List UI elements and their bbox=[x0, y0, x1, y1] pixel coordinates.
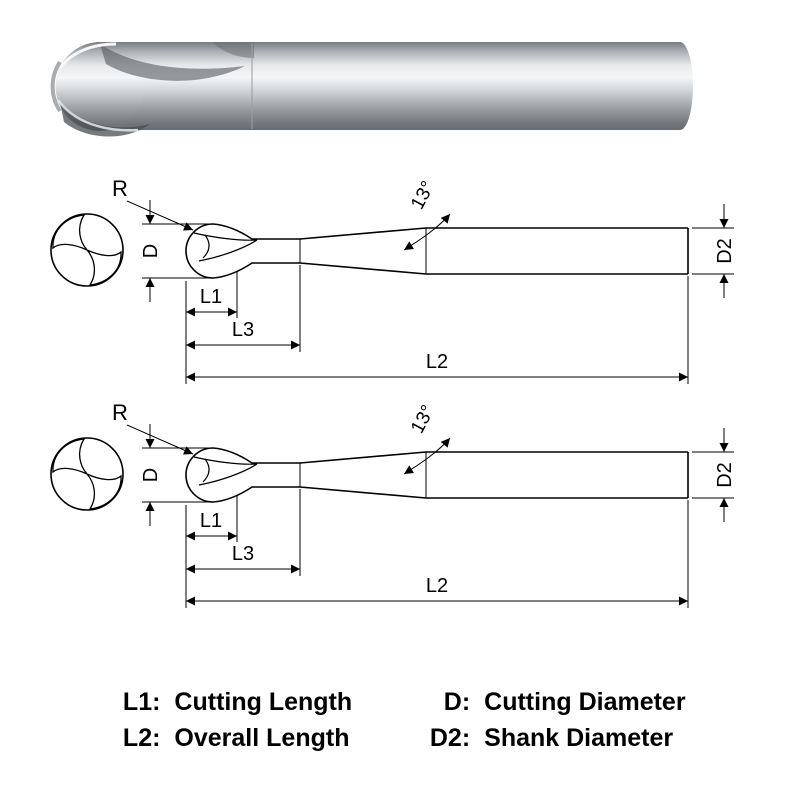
radius-label: R bbox=[112, 176, 128, 201]
neck-length-dimension: L3 bbox=[186, 265, 301, 352]
legend-key: L2: bbox=[122, 724, 161, 752]
neck-angle-annotation: 13° bbox=[403, 178, 451, 251]
radius-leader-line bbox=[126, 200, 194, 231]
end-view-flute-2 bbox=[86, 249, 122, 286]
dimension-drawing-copy bbox=[51, 400, 736, 608]
legend-key: D2: bbox=[429, 724, 471, 752]
end-view-circle bbox=[50, 213, 124, 287]
legend-key: D: bbox=[443, 688, 471, 716]
technical-drawing-svg: R D 13° bbox=[50, 176, 800, 630]
legend-item-d2: D2: Shank Diameter bbox=[424, 724, 685, 753]
technical-drawings: R D 13° bbox=[0, 160, 800, 630]
angle-arc-arrow bbox=[403, 213, 451, 251]
cutting-edge-highlight bbox=[58, 42, 117, 69]
neck-angle-label: 13° bbox=[407, 178, 439, 213]
legend-item-l1: L1: Cutting Length bbox=[114, 688, 352, 717]
endmill-body bbox=[50, 42, 693, 137]
legend-value: Cutting Diameter bbox=[484, 688, 686, 716]
top-edge bbox=[212, 223, 300, 240]
legend-value: Overall Length bbox=[174, 724, 350, 752]
ball-rim-shadow bbox=[50, 60, 62, 113]
endmill-photo bbox=[0, 28, 800, 168]
cutting-diameter-dimension: D bbox=[140, 200, 210, 302]
cutting-length-label: L1 bbox=[200, 286, 222, 308]
legend-value: Shank Diameter bbox=[484, 724, 674, 752]
bottom-edge bbox=[212, 262, 300, 279]
flute-grind-lines bbox=[193, 232, 258, 262]
dimension-drawing: R D 13° bbox=[50, 176, 736, 384]
legend-key: L1: bbox=[122, 688, 161, 716]
neck-taper bbox=[299, 227, 427, 275]
flute-groove-lower bbox=[60, 102, 150, 137]
legend-value: Cutting Length bbox=[174, 688, 353, 716]
legend: L1: Cutting Length D: Cutting Diameter L… bbox=[0, 688, 800, 753]
shank-diameter-dimension: D2 bbox=[692, 204, 736, 298]
end-view-flute-1 bbox=[52, 214, 88, 251]
overall-length-dimension: L2 bbox=[186, 276, 689, 384]
overall-length-label: L2 bbox=[426, 351, 448, 373]
legend-item-d: D: Cutting Diameter bbox=[424, 688, 686, 717]
shank-outline bbox=[426, 227, 689, 275]
flute-groove-upper bbox=[100, 44, 245, 81]
ball-arc bbox=[185, 223, 214, 279]
legend-item-l2: L2: Overall Length bbox=[114, 724, 352, 753]
flute-inner-curve bbox=[202, 234, 210, 259]
side-view-profile bbox=[185, 223, 689, 279]
endmill-photo-svg bbox=[50, 42, 693, 137]
radius-callout: R bbox=[112, 176, 194, 231]
flute-runout-notch bbox=[212, 42, 254, 58]
cutting-diameter-label: D bbox=[140, 244, 162, 258]
cutting-edge-highlight-2 bbox=[56, 99, 139, 132]
cutting-length-dimension: L1 bbox=[185, 272, 238, 384]
shank-diameter-label: D2 bbox=[714, 238, 736, 264]
end-view bbox=[50, 213, 124, 287]
neck-length-label: L3 bbox=[232, 319, 254, 341]
shank-cylinder bbox=[96, 42, 693, 130]
